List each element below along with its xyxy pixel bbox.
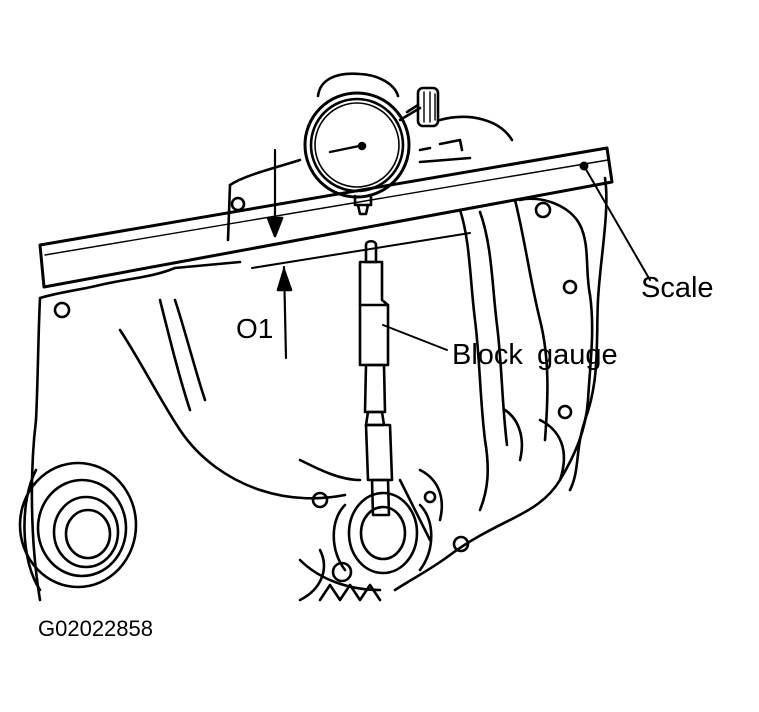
figure-id: G02022858 xyxy=(38,616,153,641)
block-gauge-label: Block gauge xyxy=(452,339,618,371)
scale-bar xyxy=(38,146,614,289)
leader-lines xyxy=(382,161,651,351)
offset-label: O1 xyxy=(236,313,274,344)
block-gauge xyxy=(358,239,394,517)
scale-label: Scale xyxy=(641,272,714,304)
transmission-housing xyxy=(18,115,608,602)
offset-dimension xyxy=(266,148,293,360)
dial-indicator xyxy=(303,72,472,216)
